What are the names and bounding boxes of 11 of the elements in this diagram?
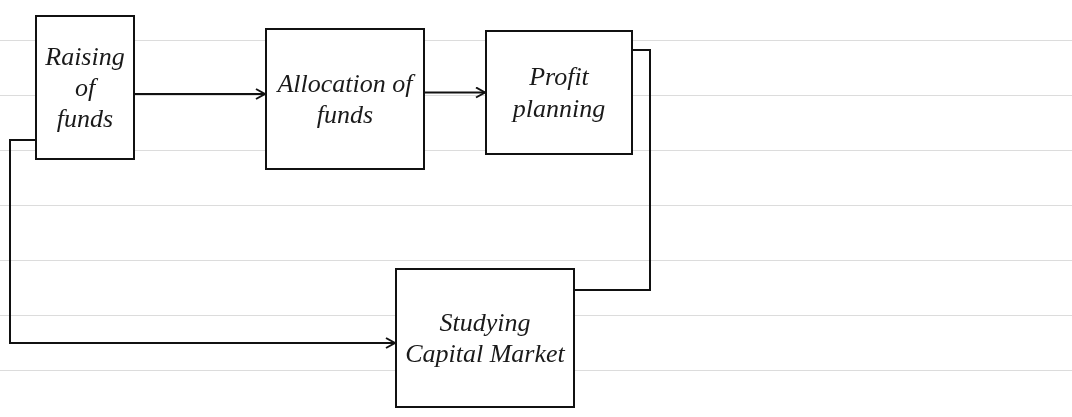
process-box	[395, 268, 575, 408]
process-box	[265, 28, 425, 170]
arrow	[9, 139, 396, 349]
box-label: Raising of funds	[45, 40, 125, 135]
process-box	[35, 15, 135, 160]
box-label: Studying Capital Market	[405, 306, 565, 370]
arrow	[134, 88, 266, 100]
process-box	[485, 30, 633, 155]
arrow	[424, 86, 486, 99]
box-label: Allocation of funds	[275, 67, 415, 131]
box-label: Profit planning	[510, 61, 607, 124]
